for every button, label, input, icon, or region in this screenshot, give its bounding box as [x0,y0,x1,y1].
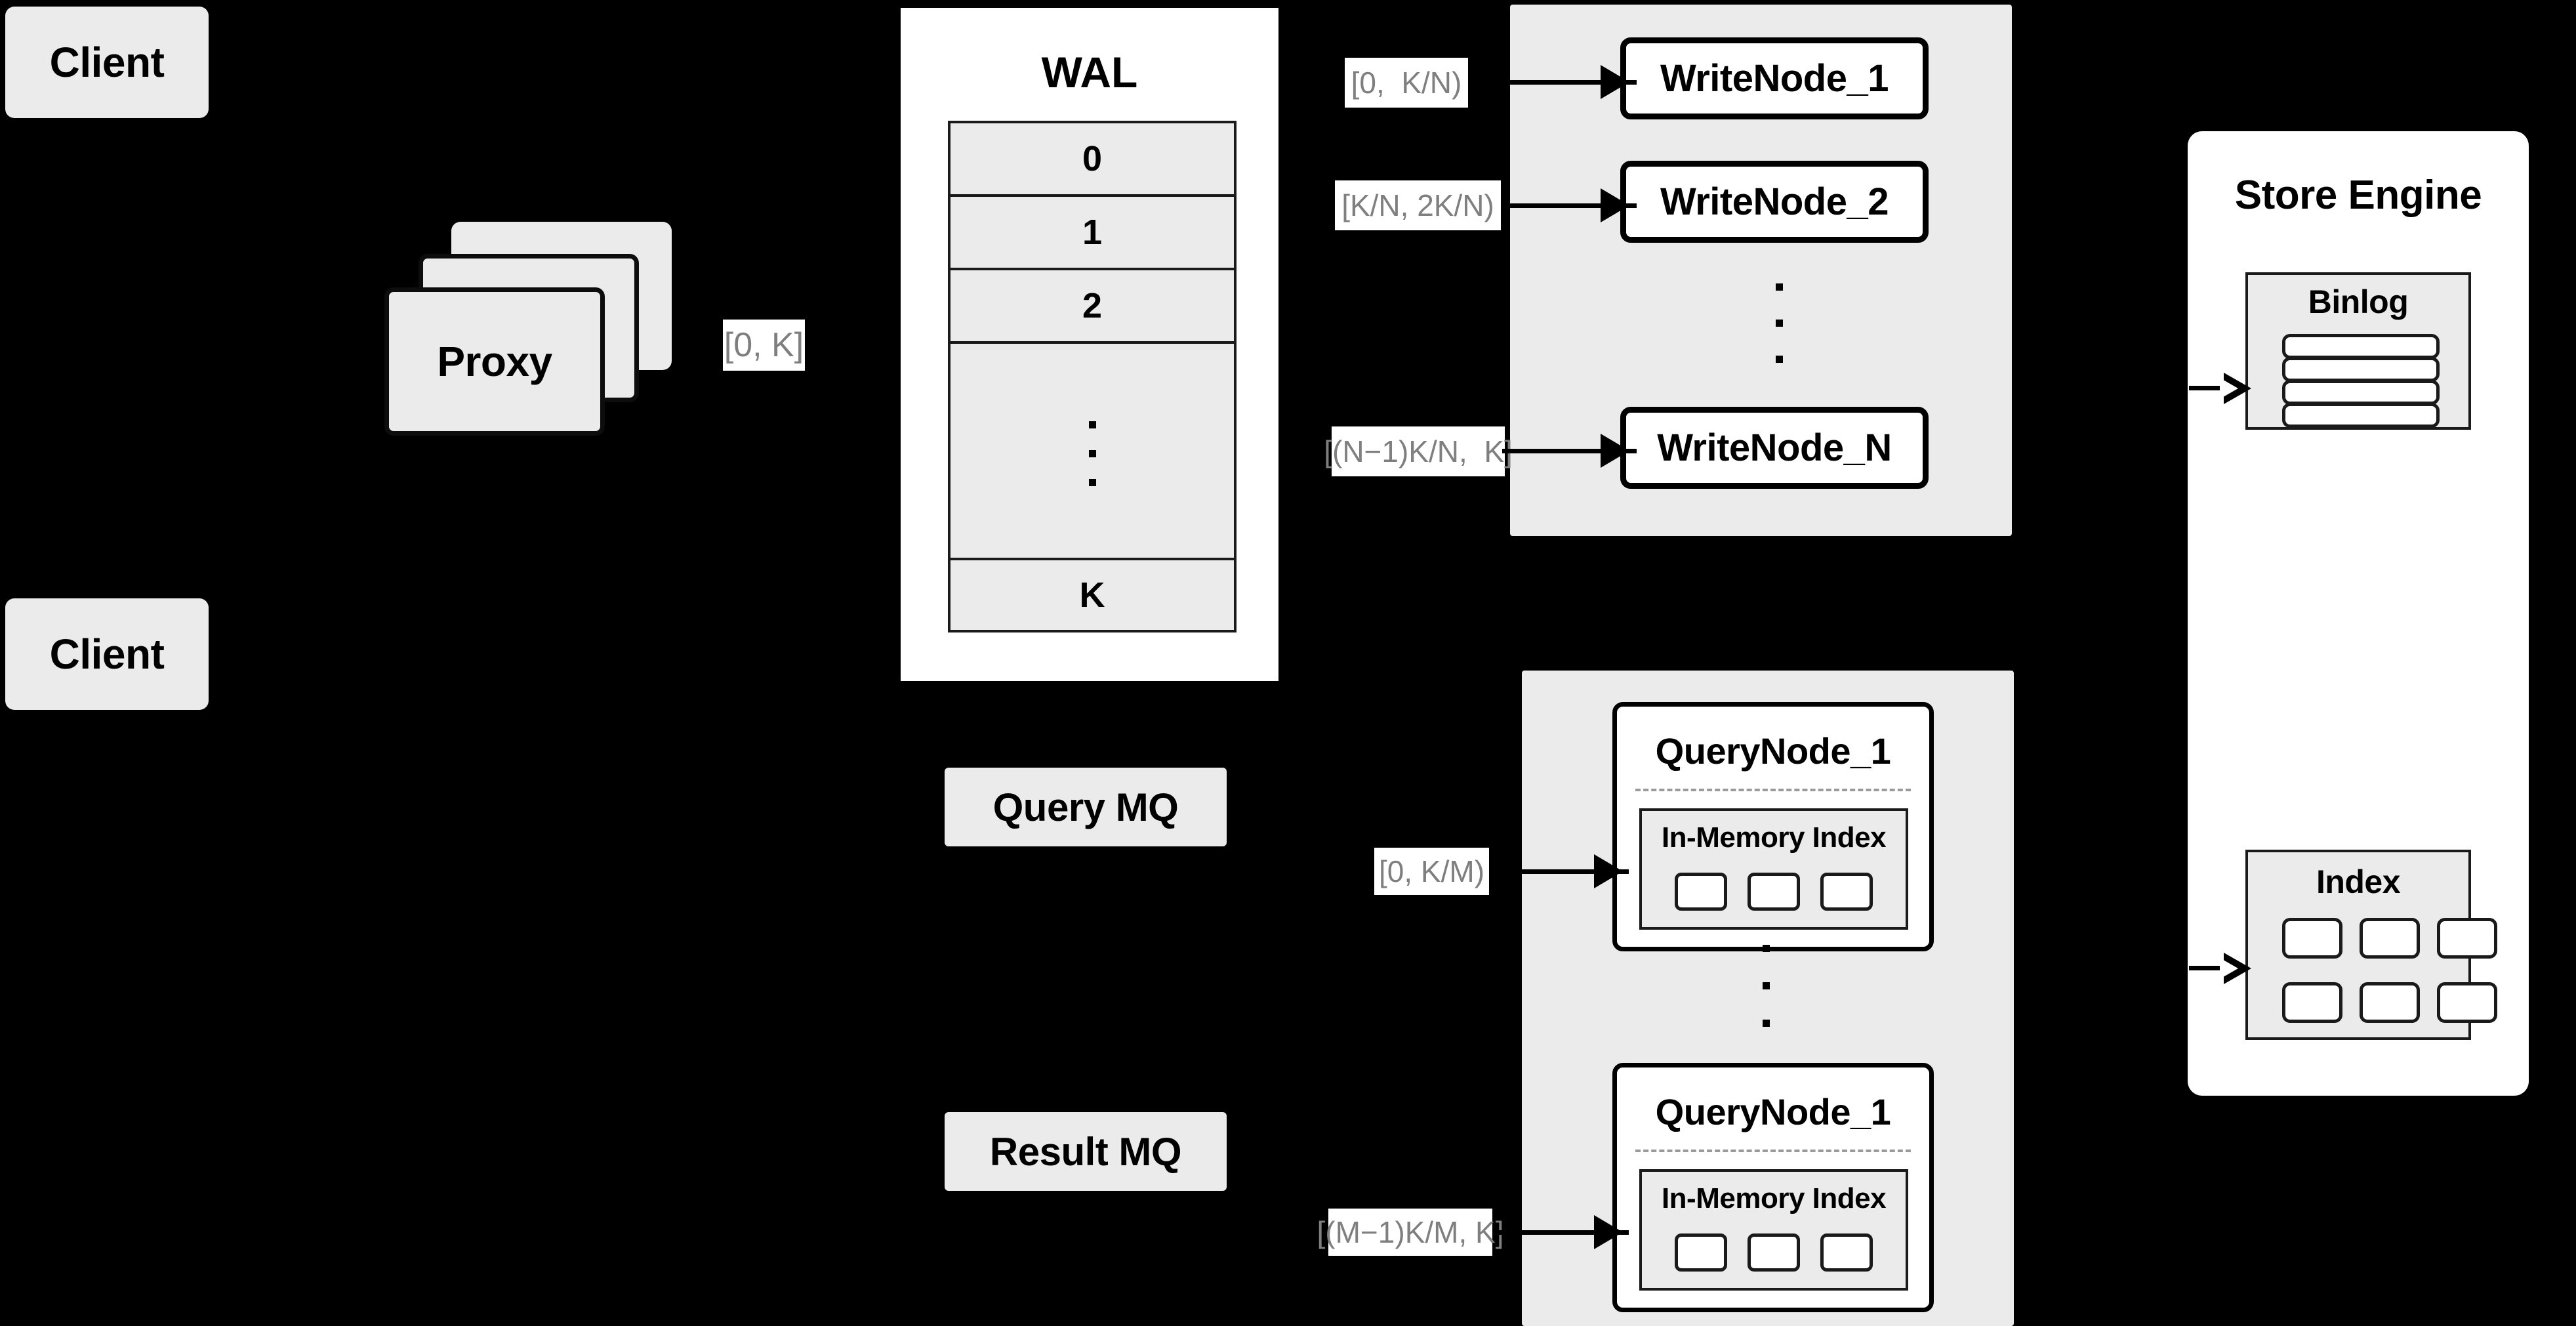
binlog-title: Binlog [2248,283,2468,321]
binlog-entry-bar[interactable] [2282,380,2440,405]
query-node-m[interactable]: QueryNode_1 In-Memory Index [1612,1063,1934,1312]
index-cell[interactable] [2360,982,2420,1023]
range-label-proxy-to-wal-text: [0, K] [724,326,804,364]
write-node-1-label: WriteNode_1 [1660,57,1889,100]
query-node-m-in-memory-index-title: In-Memory Index [1642,1182,1906,1215]
wal-title: WAL [901,47,1278,97]
binlog-entry-bar[interactable] [2282,403,2440,428]
wal-row-label: 1 [1082,213,1103,252]
in-memory-index-cell[interactable] [1748,873,1800,911]
range-label-query-node-1-text: [0, K/M) [1378,854,1485,888]
index-title-text: Index [2316,863,2401,900]
arrow-line-to-write-node-2 [1502,203,1637,208]
write-node-2[interactable]: WriteNode_2 [1620,161,1929,243]
wal-container: WAL 0 1 2 K [896,3,1283,686]
query-node-1-divider [1635,789,1911,791]
arrow-head-to-index [2220,953,2251,984]
in-memory-index-cell[interactable] [1675,873,1727,911]
query-node-m-title: QueryNode_1 [1617,1090,1929,1133]
client-node-1-label: Client [49,39,165,86]
store-engine-container: Store Engine Binlog Index [2188,131,2529,1096]
client-node-2-label: Client [49,631,165,678]
index-cell[interactable] [2437,918,2497,959]
write-node-n-label: WriteNode_N [1657,426,1892,469]
arrow-head-to-query-node-1 [1594,854,1623,888]
query-node-m-in-memory-index: In-Memory Index [1639,1169,1908,1291]
arrow-head-to-query-node-m [1594,1215,1623,1249]
binlog-panel: Binlog [2245,272,2471,430]
range-label-write-node-2-text: [K/N, 2K/N) [1341,188,1494,222]
write-node-n[interactable]: WriteNode_N [1620,407,1929,489]
arrow-line-to-query-node-m [1498,1230,1629,1235]
range-label-write-node-2: [K/N, 2K/N) [1335,180,1501,230]
query-mq-node[interactable]: Query MQ [945,768,1227,846]
write-node-vertical-ellipsis-icon [1776,283,1783,363]
arrow-line-to-write-node-1 [1502,80,1637,85]
in-memory-index-cell[interactable] [1748,1233,1800,1272]
wal-row-list: 0 1 2 K [948,121,1237,632]
range-label-write-node-n: [(N−1)K/N, K] [1324,426,1513,476]
arrow-line-to-write-node-n [1502,449,1637,453]
proxy-node-label: Proxy [437,338,552,385]
binlog-entry-bar[interactable] [2282,334,2440,359]
query-node-1-in-memory-index-label: In-Memory Index [1661,821,1887,854]
query-node-m-in-memory-index-label: In-Memory Index [1661,1182,1887,1214]
store-engine-title: Store Engine [2188,172,2529,218]
vertical-ellipsis-icon [1089,421,1096,486]
query-node-1-in-memory-index-title: In-Memory Index [1642,821,1906,854]
arrow-head-to-write-node-n [1601,434,1629,468]
query-node-1-title-text: QueryNode_1 [1655,730,1891,772]
range-label-query-node-m: [(M−1)K/M, K] [1317,1209,1504,1256]
index-panel: Index [2245,850,2497,1040]
query-node-1-in-memory-index: In-Memory Index [1639,808,1908,930]
write-node-1[interactable]: WriteNode_1 [1620,37,1929,119]
wal-row[interactable]: 0 [951,123,1234,197]
arrow-line-to-query-node-1 [1498,869,1629,874]
wal-row[interactable]: 1 [951,197,1234,270]
write-node-2-label: WriteNode_2 [1660,180,1889,223]
wal-row-ellipsis [951,344,1234,560]
range-label-write-node-n-text: [(N−1)K/N, K] [1324,434,1513,468]
binlog-entry-bar[interactable] [2282,357,2440,382]
wal-row-label: 0 [1082,139,1103,178]
range-label-proxy-to-wal: [0, K] [723,320,805,371]
wal-title-text: WAL [1041,48,1138,96]
range-label-write-node-1: [0, K/N) [1345,58,1468,108]
client-node-1[interactable]: Client [5,7,209,118]
range-label-query-node-1: [0, K/M) [1374,848,1489,895]
query-node-1[interactable]: QueryNode_1 In-Memory Index [1612,702,1934,951]
query-mq-label: Query MQ [992,785,1179,829]
query-node-m-title-text: QueryNode_1 [1655,1091,1891,1132]
in-memory-index-cell[interactable] [1820,1233,1873,1272]
arrow-line-to-index [2189,966,2228,970]
in-memory-index-cell[interactable] [1675,1233,1727,1272]
result-mq-label: Result MQ [989,1129,1182,1174]
arrow-head-to-write-node-1 [1601,65,1629,99]
client-node-2[interactable]: Client [5,598,209,710]
arrow-head-to-binlog [2220,373,2251,404]
wal-row[interactable]: 2 [951,270,1234,344]
wal-row[interactable]: K [951,560,1234,630]
wal-row-label: 2 [1082,286,1103,325]
arrow-line-to-binlog [2189,386,2228,390]
query-node-vertical-ellipsis-icon [1763,945,1770,1027]
index-cell[interactable] [2437,982,2497,1023]
in-memory-index-cell[interactable] [1820,873,1873,911]
query-node-1-title: QueryNode_1 [1617,730,1929,772]
range-label-query-node-m-text: [(M−1)K/M, K] [1317,1215,1504,1249]
arrow-head-to-write-node-2 [1601,188,1629,222]
query-node-m-divider [1635,1150,1911,1152]
binlog-title-text: Binlog [2308,283,2409,320]
result-mq-node[interactable]: Result MQ [945,1112,1227,1191]
wal-row-label: K [1079,575,1105,615]
store-engine-title-text: Store Engine [2234,173,2482,218]
range-label-write-node-1-text: [0, K/N) [1351,66,1462,100]
proxy-node[interactable]: Proxy [384,287,605,436]
index-cell[interactable] [2360,918,2420,959]
index-cell[interactable] [2282,982,2342,1023]
index-title: Index [2248,863,2468,901]
index-cell[interactable] [2282,918,2342,959]
